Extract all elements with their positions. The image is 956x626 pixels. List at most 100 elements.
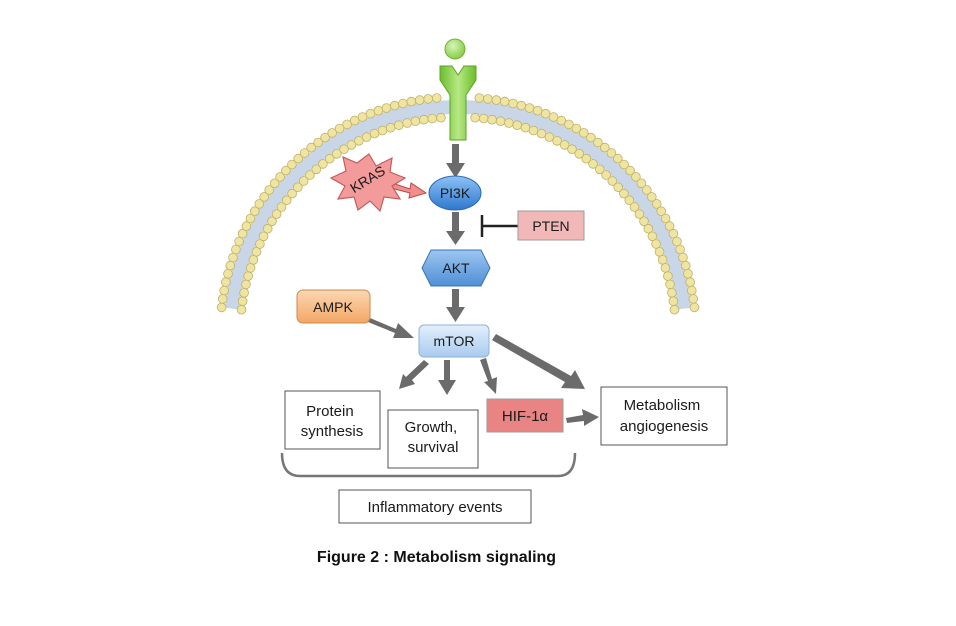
lipid-head xyxy=(508,98,518,109)
lipid-head xyxy=(231,244,241,255)
lipid-head xyxy=(578,128,589,138)
lipid-head xyxy=(262,223,273,234)
lipid-head xyxy=(612,153,623,164)
lipid-head xyxy=(528,125,539,136)
lipid-head xyxy=(601,170,611,180)
lipid-head xyxy=(292,182,303,193)
lipid-head xyxy=(410,116,421,126)
lipid-head xyxy=(241,221,252,231)
ampk-node[interactable]: AMPK xyxy=(296,289,371,324)
protein-synthesis-line-2: synthesis xyxy=(301,423,364,440)
lipid-head xyxy=(357,112,368,122)
arrow-mtor-hif xyxy=(480,358,497,394)
arrows xyxy=(368,144,599,426)
membrane-heads xyxy=(216,93,700,315)
lipid-head xyxy=(275,172,285,182)
inhibition-pten-pi3k xyxy=(480,215,519,237)
lipid-head xyxy=(675,244,685,255)
lipid-head xyxy=(559,140,570,150)
protein-synthesis-line-1: Protein xyxy=(306,403,354,420)
arrow-hif-metabolism xyxy=(566,409,599,426)
lipid-head xyxy=(436,112,446,123)
lipid-head xyxy=(219,285,230,296)
hif1a-node[interactable]: HIF-1α xyxy=(486,398,564,433)
pi3k-node[interactable]: PI3K xyxy=(428,175,482,211)
lipid-head xyxy=(334,123,345,134)
lipid-head xyxy=(657,254,668,265)
lipid-head xyxy=(680,260,691,271)
lipid-head xyxy=(248,254,259,265)
lipid-head xyxy=(306,142,317,153)
lipid-head xyxy=(276,202,287,212)
lipid-head xyxy=(236,304,247,315)
lipid-head xyxy=(647,231,658,242)
lipid-head xyxy=(634,209,645,219)
lipid-head xyxy=(243,271,253,281)
lipid-head xyxy=(619,159,629,170)
lipid-head xyxy=(593,137,603,148)
lipid-head xyxy=(651,199,662,209)
lipid-head xyxy=(389,100,400,111)
inflammatory-events-label: Inflammatory events xyxy=(367,499,502,516)
lipid-head xyxy=(245,213,256,224)
lipid-head xyxy=(668,228,679,239)
kras-node[interactable]: KRAS xyxy=(329,153,407,213)
lipid-head xyxy=(327,128,338,138)
lipid-head xyxy=(516,100,527,111)
lipid-head xyxy=(298,176,309,186)
pten-node[interactable]: PTEN xyxy=(517,210,585,241)
lipid-head xyxy=(385,122,396,133)
lipid-head xyxy=(665,279,675,290)
inflammatory-events-node[interactable]: Inflammatory events xyxy=(338,489,532,524)
lipid-head xyxy=(234,236,244,247)
lipid-head xyxy=(660,213,671,224)
mtor-node[interactable]: mTOR xyxy=(418,324,490,358)
akt-node[interactable]: AKT xyxy=(421,249,491,287)
growth-survival-node[interactable]: Growth, survival xyxy=(387,409,479,469)
lipid-head xyxy=(619,188,629,199)
lipid-head xyxy=(520,122,531,133)
lipid-head xyxy=(487,114,497,125)
figure-caption: Figure 2 : Metabolism signaling xyxy=(316,549,557,566)
lipid-head xyxy=(656,206,666,217)
lipid-head xyxy=(660,263,671,273)
lipid-head xyxy=(639,216,649,227)
metabolism-angiogenesis-node[interactable]: Metabolism angiogenesis xyxy=(600,386,728,446)
lipid-head xyxy=(361,132,372,142)
lipid-head xyxy=(245,263,256,273)
arrow-ampk-mtor xyxy=(368,318,414,338)
akt-label: AKT xyxy=(442,260,470,276)
lipid-head xyxy=(320,132,330,143)
lipid-head xyxy=(672,236,682,247)
lipid-head xyxy=(524,103,535,113)
lipid-head xyxy=(228,252,238,263)
lipid-head xyxy=(339,144,349,155)
lipid-head xyxy=(491,95,502,105)
lipid-head xyxy=(654,247,665,257)
lipid-head xyxy=(641,185,652,195)
lipid-head xyxy=(540,108,551,119)
lipid-head xyxy=(287,159,297,170)
lipid-head xyxy=(419,114,429,125)
lipid-head xyxy=(504,118,514,128)
protein-synthesis-node[interactable]: Protein synthesis xyxy=(284,390,381,450)
lipid-head xyxy=(552,136,562,146)
lipid-head xyxy=(536,128,547,139)
arrow-mtor-growth xyxy=(438,360,456,395)
lipid-head xyxy=(669,304,680,315)
lipid-head xyxy=(423,94,434,104)
lipid-head xyxy=(544,132,555,142)
lipid-head xyxy=(482,94,493,104)
arrow-receptor-pi3k xyxy=(446,144,465,178)
lipid-head xyxy=(678,252,688,263)
cell-membrane xyxy=(216,93,700,315)
lipid-head xyxy=(271,209,282,219)
arrow-akt-mtor xyxy=(446,289,465,322)
lipid-head xyxy=(349,115,360,126)
lipid-head xyxy=(689,302,700,313)
lipid-head xyxy=(414,95,425,105)
lipid-head xyxy=(241,279,251,290)
lipid-head xyxy=(216,302,227,313)
lipid-head xyxy=(574,149,584,159)
